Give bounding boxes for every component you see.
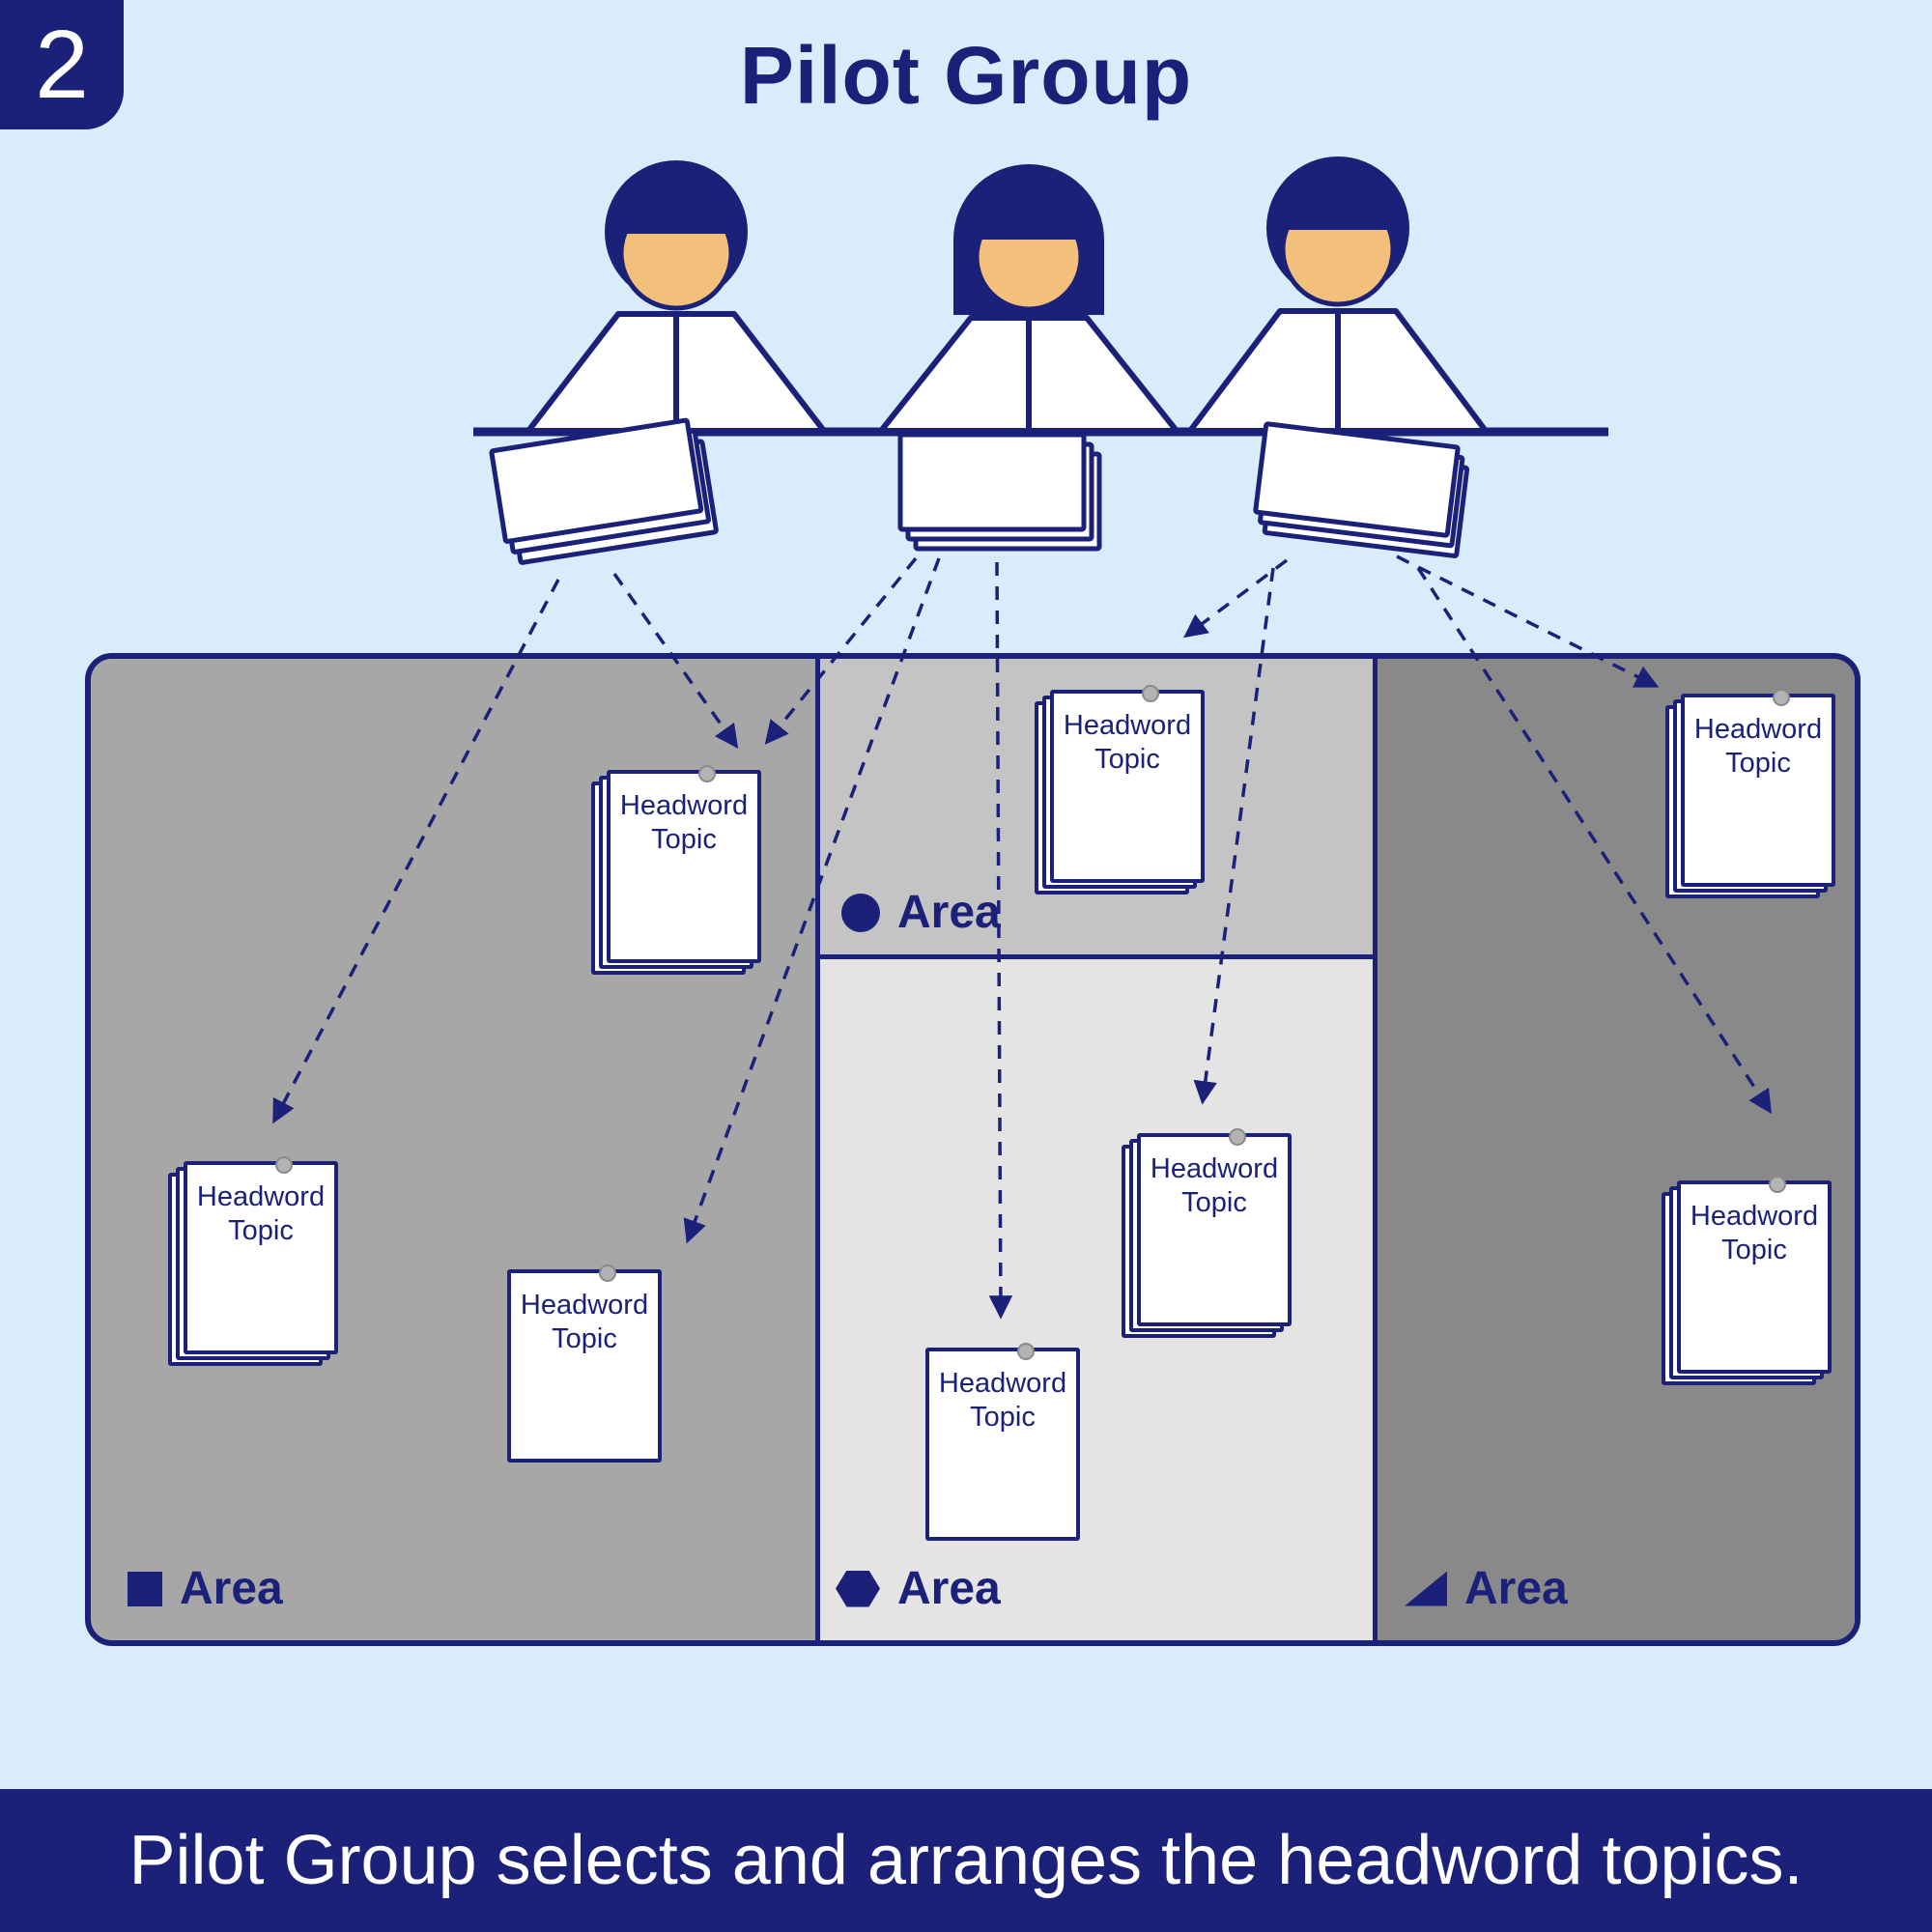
card-line: Topic — [552, 1322, 617, 1354]
area-label-square: Area — [128, 1562, 283, 1615]
card-front-sheet: Headword Topic — [507, 1264, 662, 1463]
card-line: Headword — [619, 790, 749, 821]
card-line: Topic — [1094, 743, 1160, 775]
paper-stack-icon — [489, 417, 719, 565]
area-label-triangle: Area — [1405, 1562, 1568, 1615]
step-badge: 2 — [0, 0, 124, 129]
card-front-sheet: Headword Topic — [1050, 685, 1205, 883]
pin-icon — [1142, 685, 1160, 702]
card-front-sheet: Headword Topic — [1681, 689, 1835, 887]
card-front-sheet: Headword Topic — [184, 1156, 338, 1354]
card-line: Topic — [1181, 1186, 1247, 1218]
pin-icon — [1017, 1343, 1036, 1360]
headword-topic-card[interactable]: Headword Topic — [925, 1343, 1080, 1541]
area-label-text: Area — [897, 1563, 1001, 1614]
card-line: Headword — [938, 1368, 1067, 1399]
card-line: Topic — [651, 823, 717, 855]
pin-icon — [698, 765, 717, 782]
headword-topic-card[interactable]: Headword Topic — [1665, 689, 1835, 898]
card-front-sheet: Headword Topic — [1137, 1128, 1292, 1326]
pin-icon — [275, 1156, 294, 1174]
caption-text: Pilot Group selects and arranges the hea… — [128, 1822, 1804, 1899]
card-line: Headword — [1150, 1153, 1279, 1184]
card-line: Topic — [228, 1214, 294, 1246]
headword-topic-card[interactable]: Headword Topic — [591, 765, 761, 975]
paper-stack-icon — [1253, 421, 1470, 558]
person-icon — [526, 160, 827, 434]
card-line: Topic — [1721, 1234, 1787, 1265]
pin-icon — [599, 1264, 617, 1282]
square-icon — [128, 1571, 162, 1606]
card-line: Topic — [970, 1401, 1036, 1433]
card-line: Topic — [1725, 747, 1791, 779]
pin-icon — [1769, 1176, 1787, 1193]
card-line: Headword — [520, 1290, 649, 1321]
paper-stack-icon — [897, 432, 1102, 552]
card-front-sheet: Headword Topic — [607, 765, 761, 963]
card-line: Headword — [1063, 710, 1192, 741]
caption-bar: Pilot Group selects and arranges the hea… — [0, 1789, 1932, 1932]
headword-topic-card[interactable]: Headword Topic — [1035, 685, 1205, 895]
headword-topic-card[interactable]: Headword Topic — [1122, 1128, 1292, 1338]
area-label-text: Area — [897, 887, 1001, 938]
hexagon-icon — [836, 1570, 880, 1607]
card-line: Headword — [1693, 714, 1823, 745]
area-label-circle: Area — [841, 886, 1001, 939]
area-label-hexagon: Area — [836, 1562, 1001, 1615]
person-icon — [1187, 156, 1489, 434]
card-line: Headword — [196, 1181, 326, 1212]
triangle-icon — [1405, 1571, 1447, 1606]
card-front-sheet: Headword Topic — [925, 1343, 1080, 1541]
headword-topic-card[interactable]: Headword Topic — [1662, 1176, 1832, 1385]
headword-topic-card[interactable]: Headword Topic — [507, 1264, 662, 1463]
card-line: Headword — [1690, 1201, 1819, 1232]
area-label-text: Area — [180, 1563, 283, 1614]
page-title: Pilot Group — [739, 30, 1193, 121]
headword-topic-card[interactable]: Headword Topic — [168, 1156, 338, 1366]
area-label-text: Area — [1464, 1563, 1568, 1614]
pin-icon — [1773, 689, 1791, 706]
circle-icon — [841, 893, 880, 932]
pin-icon — [1229, 1128, 1247, 1146]
person-icon — [878, 164, 1179, 434]
step-number: 2 — [35, 10, 89, 119]
card-front-sheet: Headword Topic — [1677, 1176, 1832, 1374]
